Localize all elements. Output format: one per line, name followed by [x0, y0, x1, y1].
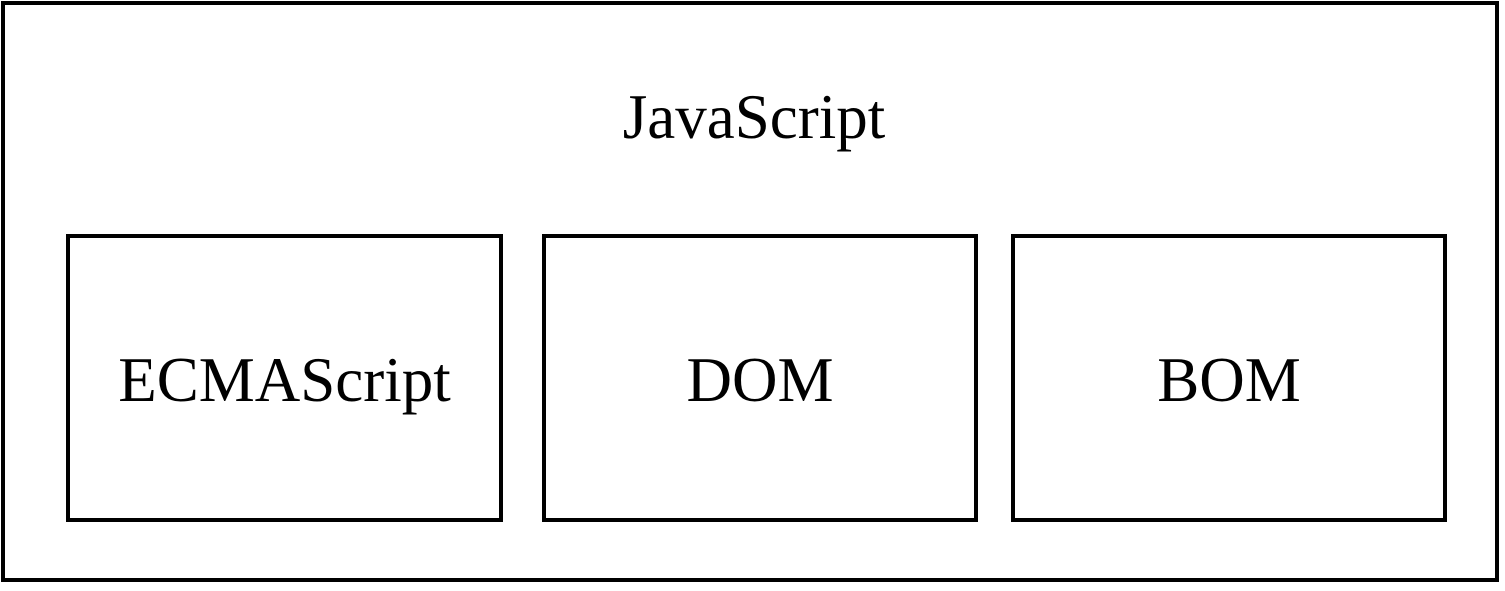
child-box-label: ECMAScript	[118, 345, 451, 415]
child-box-dom: DOM	[542, 234, 978, 522]
outer-box-javascript: JavaScript ECMAScript DOM BOM	[1, 1, 1499, 582]
child-box-row: ECMAScript DOM BOM	[66, 234, 1447, 522]
child-box-label: DOM	[686, 345, 834, 415]
child-box-bom: BOM	[1011, 234, 1447, 522]
child-box-label: BOM	[1157, 345, 1301, 415]
child-box-ecmascript: ECMAScript	[66, 234, 503, 522]
outer-box-title: JavaScript	[622, 82, 886, 152]
